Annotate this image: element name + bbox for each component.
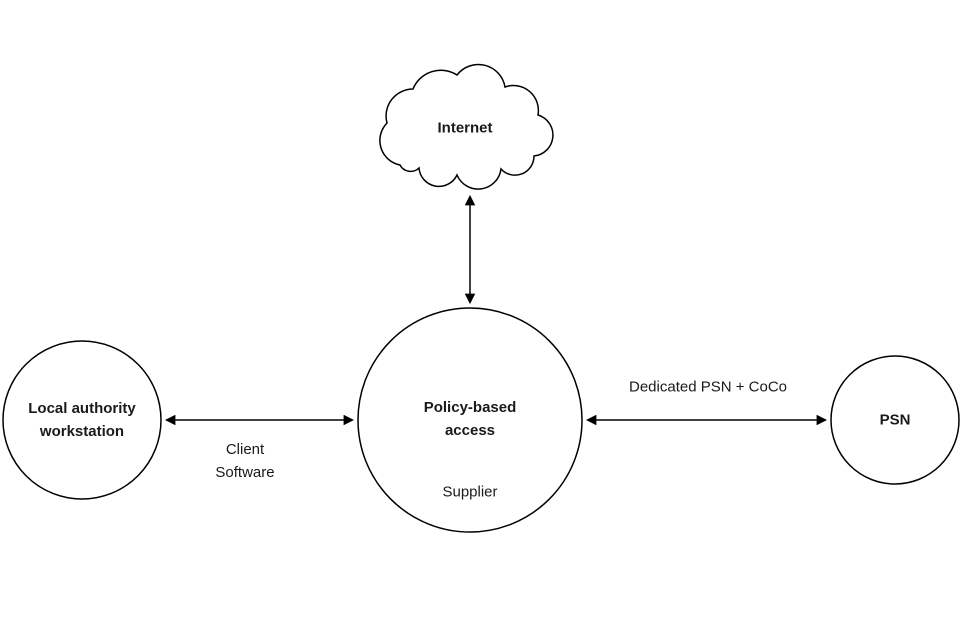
policy-access-circle — [357, 307, 583, 533]
internet-label: Internet — [437, 119, 493, 137]
client-software-edge-label-line1: Client — [225, 441, 265, 458]
local-authority-label-line1: Local authority — [28, 400, 136, 417]
client-software-edge-label-line2: Software — [215, 464, 275, 481]
client-software-edge-label: Client Software — [215, 438, 274, 484]
psn-circle — [830, 355, 960, 485]
policy-access-label-line2: access — [444, 422, 496, 439]
internet-cloud-shape — [379, 63, 554, 190]
dedicated-psn-edge-label: Dedicated PSN + CoCo — [629, 378, 787, 396]
local-authority-label: Local authority workstation — [28, 397, 136, 443]
policy-access-label-line1: Policy-based — [423, 399, 517, 416]
policy-access-sublabel: Supplier — [442, 483, 498, 501]
local-authority-circle — [2, 340, 162, 500]
local-authority-label-line2: workstation — [39, 423, 125, 440]
psn-label: PSN — [879, 411, 911, 429]
policy-access-label: Policy-based access — [424, 396, 517, 442]
